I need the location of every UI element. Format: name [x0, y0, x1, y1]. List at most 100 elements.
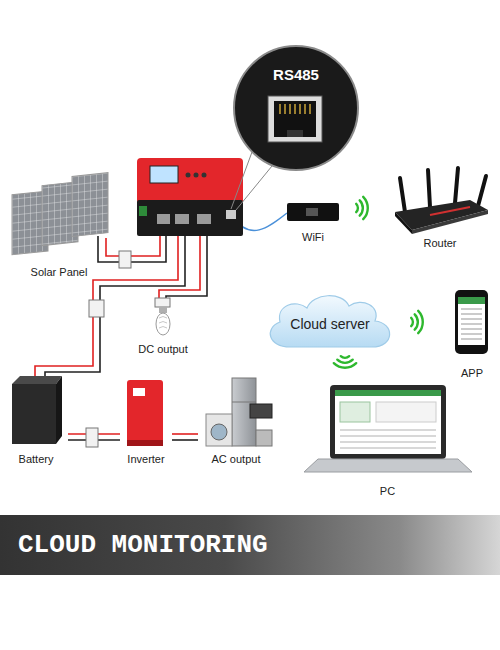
terminal	[175, 214, 182, 224]
bulb-glass	[156, 313, 170, 335]
battery-wire	[35, 232, 178, 380]
controller-body	[137, 158, 243, 204]
terminal	[157, 214, 164, 224]
controller-base	[137, 200, 243, 236]
node-label: PC	[380, 484, 395, 498]
router-figure	[395, 168, 488, 234]
laptop-base	[304, 459, 472, 472]
zoom-circle	[234, 46, 358, 170]
device-node: Inverter	[120, 374, 172, 466]
battery-top	[12, 376, 62, 384]
laptop-screen	[335, 390, 441, 454]
cloud-outline	[270, 296, 389, 347]
antenna	[455, 168, 458, 203]
screen-panel	[376, 402, 436, 422]
microwave	[250, 404, 272, 418]
laptop-bezel	[330, 385, 446, 459]
node-label: AC output	[212, 452, 261, 466]
inverter-figure	[127, 380, 163, 446]
rj45-opening	[274, 101, 316, 137]
rj45-jack	[268, 96, 322, 142]
washing-machine	[206, 414, 232, 446]
wifi-waves	[411, 311, 423, 333]
laptop-figure	[304, 385, 472, 472]
button	[202, 173, 207, 178]
device-node: AC output	[198, 374, 274, 466]
device-node: Solar Panel	[4, 175, 114, 279]
button	[194, 173, 199, 178]
pv-wire	[98, 232, 166, 262]
node-label: Inverter	[127, 452, 164, 466]
node-label: WiFi	[302, 230, 324, 244]
device-node: Battery	[4, 374, 68, 466]
antenna	[428, 170, 430, 207]
inverter-foot	[127, 440, 163, 446]
rj45-latch	[287, 130, 303, 137]
breaker	[89, 300, 104, 317]
fridge-door	[232, 402, 256, 403]
app-rows	[461, 309, 482, 339]
terminal	[197, 214, 204, 224]
rj45-pins	[280, 104, 310, 114]
device-node: PC	[300, 378, 475, 498]
bulb-base	[159, 307, 167, 313]
button	[186, 173, 191, 178]
leader-line	[231, 152, 252, 209]
power-wire	[172, 433, 198, 435]
lcd-screen	[150, 166, 178, 183]
device-node: Router	[388, 165, 492, 250]
inverter-display	[133, 388, 145, 396]
leader-line	[236, 166, 272, 210]
device-node: DC output	[125, 298, 201, 356]
port-label: RS485	[273, 66, 319, 84]
antenna	[478, 176, 486, 206]
load-wire	[159, 232, 200, 306]
wifi-dongle	[287, 203, 339, 221]
solar-panel	[72, 173, 108, 237]
inverter-body	[127, 380, 163, 446]
device-node: WiFi	[283, 198, 343, 244]
battery-body	[12, 384, 56, 444]
battery-side	[56, 376, 62, 444]
terminal-block	[139, 206, 147, 216]
wires	[35, 213, 287, 380]
water-heater	[256, 430, 272, 446]
screen-header	[335, 390, 441, 396]
wifi-logo	[306, 208, 318, 216]
node-label: Cloud server	[290, 308, 369, 333]
screen-panel	[340, 402, 370, 422]
node-label: DC output	[138, 342, 188, 356]
device-node: APP	[448, 285, 496, 380]
rj45-port	[226, 210, 236, 219]
title-banner: CLOUD MONITORING	[0, 515, 500, 575]
wifi-waves	[356, 197, 368, 219]
node-label: Battery	[19, 452, 54, 466]
appliances-figure	[206, 378, 272, 446]
cloud-node: Cloud server	[262, 290, 398, 350]
breaker	[86, 428, 98, 447]
zoom-callout	[231, 46, 358, 210]
bulb-spiral	[159, 317, 167, 329]
node-label: Solar Panel	[31, 265, 88, 279]
charge-controller	[137, 158, 243, 236]
solar-panel-figure	[12, 173, 108, 255]
phone-figure	[455, 290, 488, 354]
load-wire	[166, 232, 207, 306]
bulb-figure	[156, 307, 170, 335]
breaker	[119, 251, 131, 268]
wifi-waves	[334, 356, 356, 368]
screen-rows	[340, 430, 436, 448]
battery-figure	[12, 376, 62, 444]
phone-body	[455, 290, 488, 354]
node-label: APP	[461, 366, 483, 380]
terminal	[204, 214, 211, 224]
node-label: Router	[423, 236, 456, 250]
terminal	[182, 214, 189, 224]
breakers	[89, 251, 170, 317]
battery-wire	[45, 232, 185, 380]
terminal	[163, 214, 170, 224]
breaker	[155, 298, 170, 307]
router-front	[412, 210, 488, 234]
router-side	[395, 212, 412, 234]
